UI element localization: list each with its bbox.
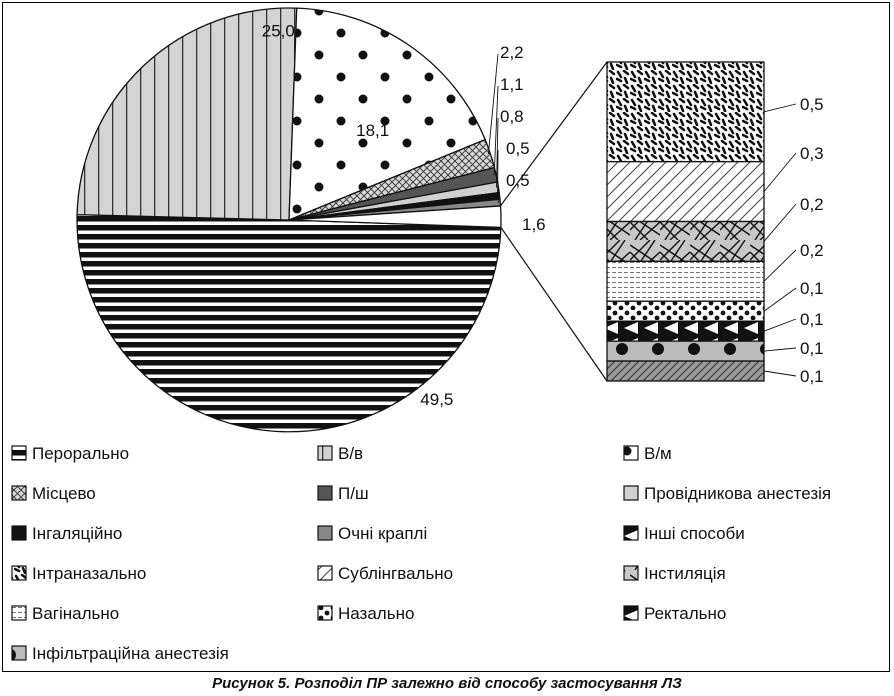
bar-label-інші-способи-7: 0,1: [800, 367, 824, 386]
legend-label-інші-способи: Інші способи: [644, 524, 745, 543]
legend-swatch-провідникова-анестезія: [623, 485, 639, 501]
legend-label-в-м: В/м: [644, 444, 672, 463]
bar-segment-вагінально: [606, 260, 765, 302]
pie-layer: [76, 7, 502, 433]
bar-segment-інші-способи: [606, 360, 765, 382]
bar-segment-інстиляція: [606, 220, 765, 263]
pie-slice-в-м: [288, 7, 487, 221]
bar-label-сублінгвально-1: 0,3: [800, 144, 824, 163]
legend-label-сублінгвально: Сублінгвально: [338, 564, 453, 583]
bar-leader-назально-4: [763, 287, 797, 312]
legend-swatch-перорально: [11, 445, 27, 461]
bar-leader-інфільтраційна-анестезія-6: [763, 347, 797, 352]
data-labels: 49,5 25,0 18,1 2,2 1,1 0,8 0,5 0,5 1,6 0,5 0,3 0,2 0…: [262, 21, 824, 409]
legend-label-інфільтраційна-анестезія: Інфільтраційна анестезія: [32, 644, 229, 663]
pie-label-інші-способи: 1,6: [522, 215, 546, 234]
bar-segment-сублінгвально: [606, 161, 765, 223]
pie-slice-інші-способи: [288, 205, 502, 229]
pie-label-інгаляційно: 0,5: [506, 139, 530, 158]
legend-swatch-інфільтраційна-анестезія: [11, 645, 27, 661]
pie-slice-перорально: [76, 213, 502, 433]
bar-label-інфільтраційна-анестезія-6: 0,1: [800, 339, 824, 358]
bar-label-інтраназально-0: 0,5: [800, 95, 824, 114]
bar-label-ректально-5: 0,1: [800, 310, 824, 329]
bar-label-інстиляція-2: 0,2: [800, 195, 824, 214]
legend-swatch-інгаляційно: [11, 525, 27, 541]
bar-segment-назально: [606, 300, 765, 322]
legend-label-ректально: Ректально: [644, 604, 726, 623]
pie-label-перорально: 49,5: [420, 390, 453, 409]
connector-line-top: [500, 61, 608, 207]
bar-leader-інстиляція-2: [763, 203, 797, 242]
legend-label-очні-краплі: Очні краплі: [338, 524, 427, 543]
legend-label-вагінально: Вагінально: [32, 604, 119, 623]
legend-swatch-ректально: [623, 605, 639, 621]
legend-label-інтраназально: Інтраназально: [32, 564, 146, 583]
legend-swatch-в-в: [317, 445, 333, 461]
pie-label-місцево: 2,2: [500, 43, 524, 62]
legend-swatch-інтраназально: [11, 565, 27, 581]
legend-label-інгаляційно: Інгаляційно: [32, 524, 122, 543]
pie-label-в-в: 25,0: [262, 21, 295, 40]
legend-swatch-в-м: [623, 445, 639, 461]
legend-label-назально: Назально: [338, 604, 414, 623]
bar-leader-вагінально-3: [763, 249, 797, 282]
bar-segment-ректально: [606, 320, 765, 342]
pie-label-очні-краплі: 0,5: [506, 171, 530, 190]
legend-swatch-п-ш: [317, 485, 333, 501]
legend-label-місцево: Місцево: [32, 484, 96, 503]
pie-chart: 49,5 25,0 18,1 2,2 1,1 0,8 0,5 0,5 1,6 0,5 0,3 0,2 0…: [11, 7, 831, 663]
legend-swatch-вагінально: [11, 605, 27, 621]
legend-label-провідникова-анестезія: Провідникова анестезія: [644, 484, 831, 503]
bar-leader-інтраназально-0: [763, 103, 797, 113]
bar-segment-інтраназально: [606, 61, 765, 163]
legend-label-перорально: Перорально: [32, 444, 129, 463]
pie-label-п-ш: 1,1: [500, 75, 524, 94]
bar-label-назально-4: 0,1: [800, 279, 824, 298]
legend-label-в-в: В/в: [338, 444, 363, 463]
legend-swatch-сублінгвально: [317, 565, 333, 581]
breakdown-bar: [500, 61, 765, 382]
legend-label-інстиляція: Інстиляція: [644, 564, 726, 583]
legend-swatch-інші-способи: [623, 525, 639, 541]
figure-caption: Рисунок 5. Розподіл ПР залежно від спосо…: [212, 675, 682, 692]
legend-label-п-ш: П/ш: [338, 484, 369, 503]
bar-leader-сублінгвально-1: [763, 152, 797, 192]
legend-swatch-назально: [317, 605, 333, 621]
bar-label-вагінально-3: 0,2: [800, 241, 824, 260]
leader-line-п-ш: [493, 85, 499, 176]
connector-line-bottom: [500, 227, 608, 382]
legend-swatch-інстиляція: [623, 565, 639, 581]
leader-line-провідникова-анестезія: [496, 117, 499, 188]
pie-slice-в-в: [76, 7, 298, 221]
bar-leader-інші-способи-7: [763, 370, 797, 377]
legend-swatch-очні-краплі: [317, 525, 333, 541]
legend-swatch-місцево: [11, 485, 27, 501]
pie-label-в-м: 18,1: [356, 121, 389, 140]
pie-label-провідникова-анестезія: 0,8: [500, 107, 524, 126]
leader-line-місцево: [487, 53, 499, 155]
bar-leader-ректально-5: [763, 318, 797, 332]
bar-segment-інфільтраційна-анестезія: [606, 340, 765, 362]
